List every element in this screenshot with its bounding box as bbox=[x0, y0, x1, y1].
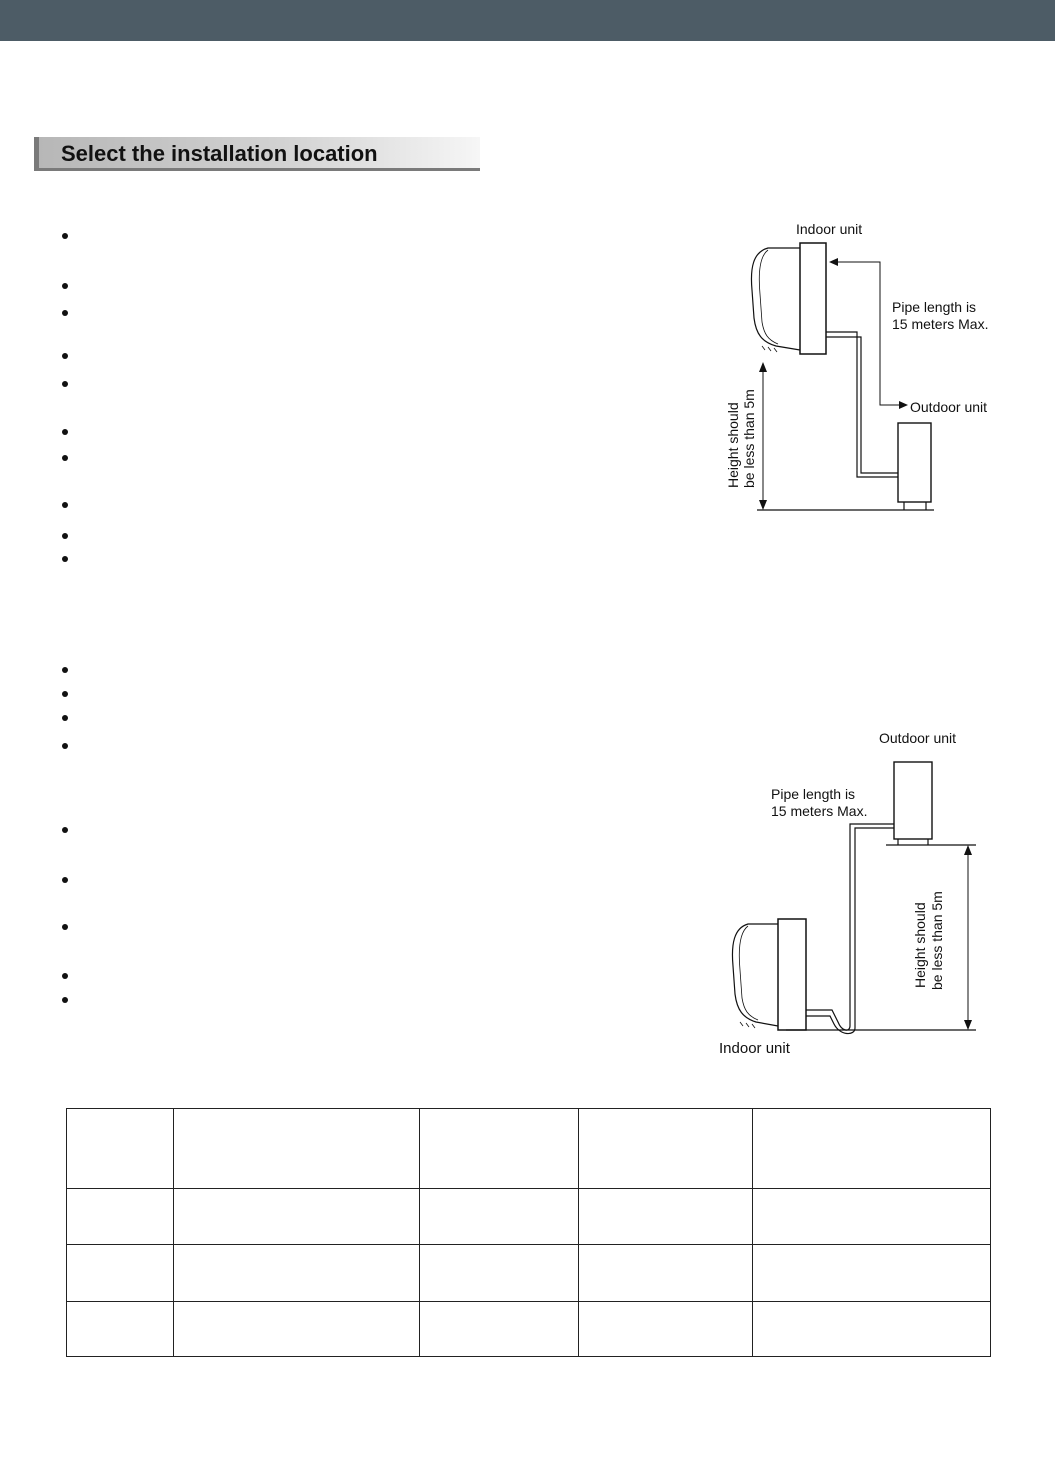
outdoor-unit-label: Outdoor unit bbox=[879, 730, 956, 746]
table-cell bbox=[419, 1188, 579, 1245]
table-cell bbox=[578, 1301, 753, 1357]
top-header-bar bbox=[0, 0, 1055, 41]
table-cell bbox=[578, 1188, 753, 1245]
bullet-marker bbox=[62, 715, 68, 721]
table-cell bbox=[173, 1244, 420, 1302]
arrow-head bbox=[759, 500, 767, 510]
arrow-head bbox=[829, 258, 838, 266]
bullet-marker bbox=[62, 283, 68, 289]
bullet-marker bbox=[62, 877, 68, 883]
section-heading: Select the installation location bbox=[34, 137, 480, 171]
table-cell bbox=[173, 1188, 420, 1245]
bullet-marker bbox=[62, 381, 68, 387]
bullet-marker bbox=[62, 667, 68, 673]
bullet-marker bbox=[62, 924, 68, 930]
table-row bbox=[66, 1188, 991, 1245]
table-cell bbox=[66, 1108, 174, 1189]
bullet-marker bbox=[62, 827, 68, 833]
arrow-head bbox=[899, 401, 908, 409]
table-cell bbox=[419, 1301, 579, 1357]
table-cell bbox=[578, 1108, 753, 1189]
bullet-marker bbox=[62, 743, 68, 749]
indoor-unit-label: Indoor unit bbox=[719, 1040, 791, 1057]
height-label-line2: be less than 5m bbox=[741, 389, 757, 488]
refrigerant-pipe bbox=[826, 331, 898, 478]
table-cell bbox=[66, 1301, 174, 1357]
height-label-line1: Height should bbox=[725, 402, 741, 488]
outdoor-unit-body bbox=[897, 422, 932, 503]
table-cell bbox=[66, 1188, 174, 1245]
specification-table bbox=[66, 1108, 991, 1357]
table-row bbox=[66, 1301, 991, 1357]
table-cell bbox=[752, 1188, 991, 1245]
indoor-unit-body-panel bbox=[777, 918, 807, 1031]
bullet-marker bbox=[62, 353, 68, 359]
arrow-head bbox=[759, 362, 767, 372]
bullet-marker bbox=[62, 429, 68, 435]
indoor-unit-label: Indoor unit bbox=[796, 221, 862, 237]
table-row bbox=[66, 1108, 991, 1189]
table-cell bbox=[419, 1108, 579, 1189]
section-title: Select the installation location bbox=[61, 141, 378, 166]
outdoor-unit-body bbox=[893, 761, 933, 840]
pipe-length-label-line1: Pipe length is bbox=[892, 299, 976, 315]
bullet-marker bbox=[62, 556, 68, 562]
height-label-line1: Height should bbox=[912, 902, 928, 988]
refrigerant-pipe bbox=[806, 823, 894, 1031]
pipe-length-label-line1: Pipe length is bbox=[771, 786, 855, 802]
table-cell bbox=[752, 1301, 991, 1357]
table-row bbox=[66, 1244, 991, 1302]
pipe-length-leader bbox=[835, 261, 902, 406]
table-cell bbox=[173, 1301, 420, 1357]
bullet-marker bbox=[62, 997, 68, 1003]
table-cell bbox=[419, 1244, 579, 1302]
bullet-marker bbox=[62, 455, 68, 461]
arrow-head bbox=[964, 845, 972, 855]
indoor-unit-body-panel bbox=[799, 242, 827, 355]
outdoor-unit-label: Outdoor unit bbox=[910, 399, 987, 415]
indoor-unit-body bbox=[731, 923, 779, 1027]
table-cell bbox=[173, 1108, 420, 1189]
bullet-marker bbox=[62, 502, 68, 508]
table-cell bbox=[752, 1108, 991, 1189]
bullet-marker bbox=[62, 310, 68, 316]
indoor-unit-body bbox=[750, 247, 801, 351]
table-cell bbox=[752, 1244, 991, 1302]
height-label-line2: be less than 5m bbox=[929, 891, 945, 990]
arrow-head bbox=[964, 1020, 972, 1030]
table-cell bbox=[66, 1244, 174, 1302]
bullet-marker bbox=[62, 533, 68, 539]
bullet-marker bbox=[62, 233, 68, 239]
bullet-marker bbox=[62, 691, 68, 697]
table-cell bbox=[578, 1244, 753, 1302]
bullet-marker bbox=[62, 973, 68, 979]
pipe-length-label-line2: 15 meters Max. bbox=[771, 803, 867, 819]
pipe-length-label-line2: 15 meters Max. bbox=[892, 316, 988, 332]
